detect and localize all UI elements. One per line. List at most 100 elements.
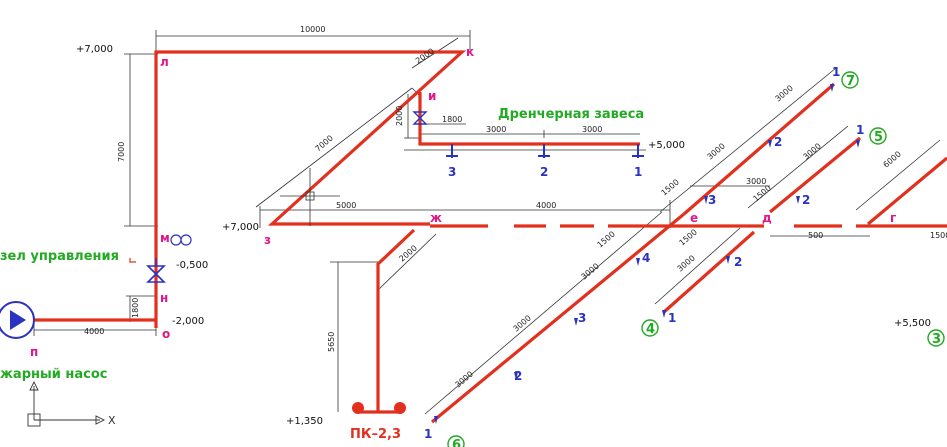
dim-7000-diagonal: 7000 [314,134,335,154]
dim-1500-d: 1500 [660,178,681,198]
dim-3000-a: 3000 [486,125,506,134]
title-control-unit: зел управления [0,249,119,264]
main-riser-pipe [154,50,467,328]
node-i: и [428,89,436,103]
curtain-valve-icon [412,111,428,125]
dim-3000-branch-c: 3000 [454,370,475,390]
dim-1500-right: 1500 [930,231,947,240]
hydrant-valve-right-icon [394,402,406,414]
drencher-3 [632,144,644,158]
branch-5-pipe [768,136,862,214]
pressure-gauge-icon [170,234,182,246]
ucs-axis-icon [27,380,106,427]
dim-500: 500 [808,231,823,240]
elevation-marks: +7,000 +7,000 +5,000 -0,500 -2,000 +1,35… [76,44,931,427]
node-d: д [762,211,772,225]
dim-1800: 1800 [442,115,462,124]
level-mark-icon [129,258,136,263]
branch-g-pipe [866,156,947,226]
axis-x-label: X [108,414,116,427]
node-zh: ж [430,211,442,225]
dim-1500-e: 1500 [752,184,773,204]
dim-4000-mid: 4000 [536,201,556,210]
branch-5-label: 5 [874,130,883,145]
dimension-lines [33,30,941,415]
branch-7-pipe [682,82,836,216]
dim-3000-branch-d: 3000 [676,254,697,274]
dim-3000-branch-f: 3000 [774,84,795,104]
drencher-1 [446,144,458,158]
crosshair-cursor-icon [280,168,340,226]
title-fire-pump: жарный насос [0,367,108,382]
control-valve-icon [146,265,166,283]
pressure-gauge-icon-2 [180,234,192,246]
dim-3000-b: 3000 [582,125,602,134]
node-labels: л к и м н о п з ж е д г [30,45,896,359]
main-num-2: 2 [514,369,522,383]
elevation-curtain: +5,000 [648,140,685,151]
dim-1500-c: 1500 [678,228,699,248]
branch-main-pipe [430,212,686,424]
hydrant-branch-pipe [376,228,416,412]
b4-num-1: 1 [668,311,676,325]
elevation-valve: -0,500 [176,260,208,271]
dim-4000-pump: 4000 [84,327,104,336]
dim-5000: 5000 [336,201,356,210]
b7-num-1: 1 [832,65,840,79]
curtain-num-1: 1 [634,165,642,179]
dim-3000-branch-a: 3000 [580,262,601,282]
title-drencher-curtain: Дренчерная завеса [498,107,644,122]
drencher-2 [538,144,550,158]
b5-num-2: 2 [802,193,810,207]
drencher-curtain-pipe [418,92,640,146]
branch-6-label: 6 [452,438,461,447]
dim-3000-branch-e: 3000 [706,142,727,162]
dim-2000-vertical: 2000 [395,106,404,126]
node-n: н [160,291,168,305]
branch-7-label: 7 [846,74,855,89]
b4-num-2: 2 [734,255,742,269]
elevation-left: +7,000 [222,222,259,233]
elevation-pump: -2,000 [172,316,204,327]
dim-1500-a: 1500 [596,230,617,250]
dim-5650: 5650 [327,332,336,352]
dim-6000: 6000 [882,150,903,170]
node-p: п [30,345,38,359]
node-m: м [160,231,170,245]
node-k: к [466,45,474,59]
curtain-num-2: 2 [540,165,548,179]
b7-num-2: 2 [774,135,782,149]
dim-3000-branch-b: 3000 [512,314,533,334]
fittings [0,84,860,427]
elevation-hydrant: +1,350 [286,416,323,427]
node-z: з [264,233,271,247]
sprinkler-numbers: 3 2 1 1 2 3 4 1 2 3 1 2 1 2 [424,65,864,441]
dim-10000: 10000 [300,25,325,34]
node-e: е [690,211,698,225]
branch-4-pipe [662,230,756,314]
elevation-top: +7,000 [76,44,113,55]
hydrant-valve-left-icon [352,402,364,414]
main-num-3: 3 [578,311,586,325]
node-o: о [162,327,170,341]
branch-4-label: 4 [646,322,655,337]
dim-3000-top: 3000 [746,177,766,186]
dim-3000-branch-g: 3000 [802,142,823,162]
dim-2000-top: 2000 [414,47,436,66]
branch-3-label: 3 [932,332,941,347]
main-num-1: 1 [424,427,432,441]
curtain-num-3: 3 [448,165,456,179]
node-l: л [160,55,169,69]
branch-labels [447,71,945,447]
titles: Дренчерная завеса зел управления жарный … [0,107,644,442]
dimension-texts: 10000 7000 7000 2000 2000 1800 3000 3000… [84,25,947,390]
dim-7000-vertical: 7000 [117,142,126,162]
pipe-network [34,50,947,424]
b5-num-1: 1 [856,123,864,137]
dim-1800-vertical: 1800 [131,298,140,318]
branch-label-texts: 7 5 4 3 6 [452,74,941,447]
node-g: г [890,211,896,225]
sprinkler-heads [434,84,860,424]
title-hydrant: ПК–2,3 [350,427,401,442]
